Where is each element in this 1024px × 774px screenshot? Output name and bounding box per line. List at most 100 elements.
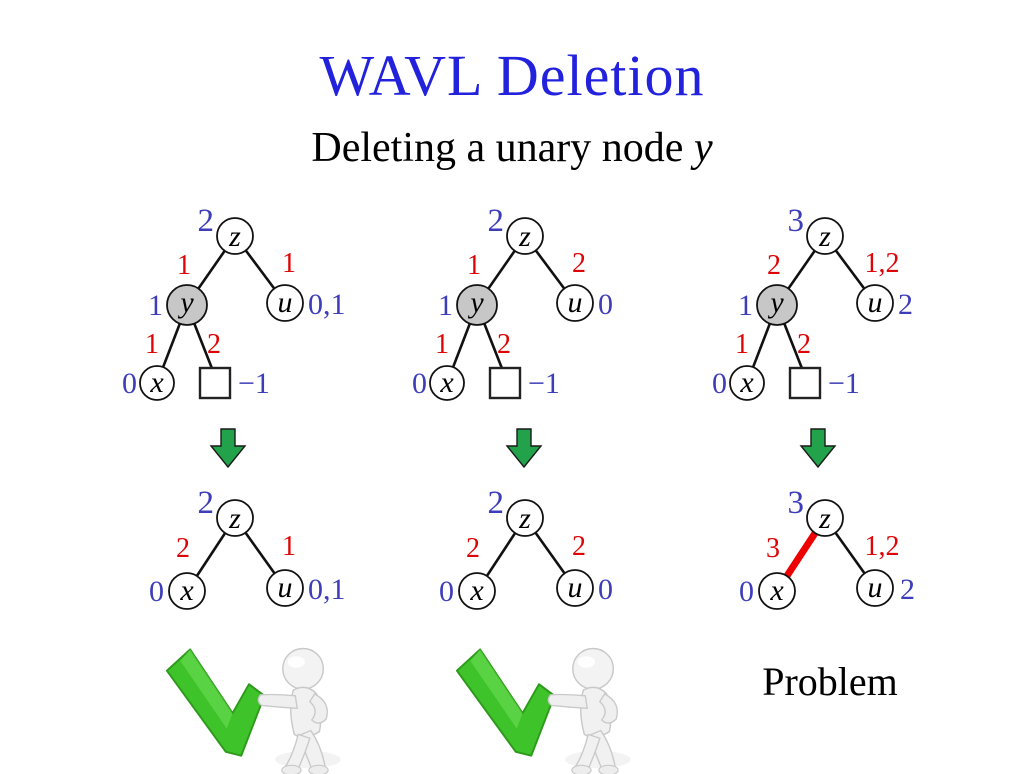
- node-u: [856, 569, 894, 607]
- rank-x: 0: [412, 367, 427, 400]
- node-letter-u: u: [868, 571, 883, 604]
- down-arrow-shape: [209, 428, 247, 469]
- rank-x: 0: [712, 367, 727, 400]
- rank-z: 2: [198, 203, 215, 239]
- check-icon: [455, 647, 632, 774]
- node-z: [216, 217, 254, 255]
- tree-before-case3: 3 2 1,2 1 2 1 2 0 −1 z y u x: [712, 203, 913, 401]
- subtitle-text: Deleting a unary node: [311, 125, 694, 171]
- node-letter-x: x: [739, 366, 754, 399]
- rank-ext: −1: [828, 367, 860, 400]
- rank-y: 1: [148, 289, 163, 322]
- rank-z: 2: [488, 485, 505, 521]
- node-y: [456, 284, 498, 326]
- rank-x: 0: [122, 367, 137, 400]
- tree-before-case1: 2 1 1 1 0,1 1 2 0 −1 z y u x: [122, 203, 346, 401]
- edge-label-z-u: 2: [572, 531, 586, 562]
- node-z: [806, 499, 844, 537]
- node-letter-u: u: [568, 286, 583, 319]
- rank-u: 2: [900, 573, 915, 606]
- node-z: [806, 217, 844, 255]
- success-check-figure: [165, 647, 342, 774]
- node-letter-x: x: [179, 574, 194, 607]
- edge-label-y-x: 1: [145, 329, 159, 360]
- edge-label-z-u: 1: [282, 531, 296, 562]
- edge-label-z-u: 2: [572, 248, 586, 279]
- node-letter-x: x: [439, 366, 454, 399]
- rank-x: 0: [149, 575, 164, 608]
- edge-label-y-ext: 2: [797, 329, 811, 360]
- node-x: [168, 572, 206, 610]
- node-y: [756, 284, 798, 326]
- node-letter-u: u: [868, 286, 883, 319]
- tree-after-case1: 2 2 1 0 0,1 z x u: [149, 485, 346, 610]
- rank-u: 0,1: [308, 288, 346, 321]
- rank-z: 3: [788, 485, 805, 521]
- rank-y: 1: [738, 289, 753, 322]
- node-letter-x: x: [149, 366, 164, 399]
- node-y: [166, 284, 208, 326]
- rank-u: 0: [598, 573, 613, 606]
- edge-label-z-u: 1,2: [865, 248, 900, 279]
- edge-label-y-x: 1: [435, 329, 449, 360]
- rank-u: 2: [898, 288, 913, 321]
- down-arrow-icon: [505, 428, 543, 469]
- node-letter-x: x: [769, 574, 784, 607]
- subtitle-variable-y: y: [693, 125, 713, 171]
- node-letter-z: z: [228, 220, 241, 253]
- down-arrow-icon: [799, 428, 837, 469]
- down-arrow-shape: [799, 428, 837, 469]
- slide-subtitle: Deleting a unary node y: [0, 124, 1024, 172]
- node-letter-z: z: [228, 502, 241, 535]
- edge-label-y-ext: 2: [497, 329, 511, 360]
- node-x: [139, 365, 175, 401]
- rank-x: 0: [439, 575, 454, 608]
- node-x: [729, 365, 765, 401]
- edge-label-z-x: 2: [176, 533, 190, 564]
- edge-label-z-u: 1: [282, 248, 296, 279]
- node-letter-y: y: [467, 286, 484, 319]
- external-node-square: [788, 366, 822, 400]
- node-z: [506, 499, 544, 537]
- edge-label-y-ext: 2: [207, 329, 221, 360]
- node-x: [429, 365, 465, 401]
- node-z: [216, 499, 254, 537]
- node-z: [506, 217, 544, 255]
- down-arrow-shape: [505, 428, 543, 469]
- node-u: [266, 569, 304, 607]
- node-letter-z: z: [818, 220, 831, 253]
- edge-label-z-x: 2: [466, 533, 480, 564]
- edge-label-z-y: 1: [177, 250, 191, 281]
- node-letter-y: y: [177, 286, 194, 319]
- rank-ext: −1: [528, 367, 560, 400]
- edge-label-z-x: 3: [766, 533, 780, 564]
- node-letter-u: u: [278, 571, 293, 604]
- rank-x: 0: [739, 575, 754, 608]
- edge-label-z-y: 2: [767, 250, 781, 281]
- external-node-square: [488, 366, 522, 400]
- node-letter-z: z: [518, 502, 531, 535]
- edge-label-z-u: 1,2: [865, 531, 900, 562]
- problem-label: Problem: [762, 659, 898, 704]
- slide-title: WAVL Deletion: [319, 43, 705, 108]
- node-letter-u: u: [568, 571, 583, 604]
- down-arrow-icon: [209, 428, 247, 469]
- external-node-square: [198, 366, 232, 400]
- node-x: [758, 572, 796, 610]
- node-letter-x: x: [469, 574, 484, 607]
- check-icon: [165, 647, 342, 774]
- node-letter-u: u: [278, 286, 293, 319]
- tree-after-case3: 3 3 1,2 0 2 z x u: [739, 485, 915, 610]
- node-letter-y: y: [767, 286, 784, 319]
- node-u: [556, 284, 594, 322]
- rank-y: 1: [438, 289, 453, 322]
- node-letter-z: z: [518, 220, 531, 253]
- tree-before-case2: 2 1 2 1 0 1 2 0 −1 z y u x: [412, 203, 613, 401]
- tree-after-case2: 2 2 2 0 0 z x u: [439, 485, 613, 610]
- rank-z: 3: [788, 203, 805, 239]
- node-u: [856, 284, 894, 322]
- rank-ext: −1: [238, 367, 270, 400]
- rank-u: 0,1: [308, 573, 346, 606]
- node-x: [458, 572, 496, 610]
- rank-z: 2: [198, 485, 215, 521]
